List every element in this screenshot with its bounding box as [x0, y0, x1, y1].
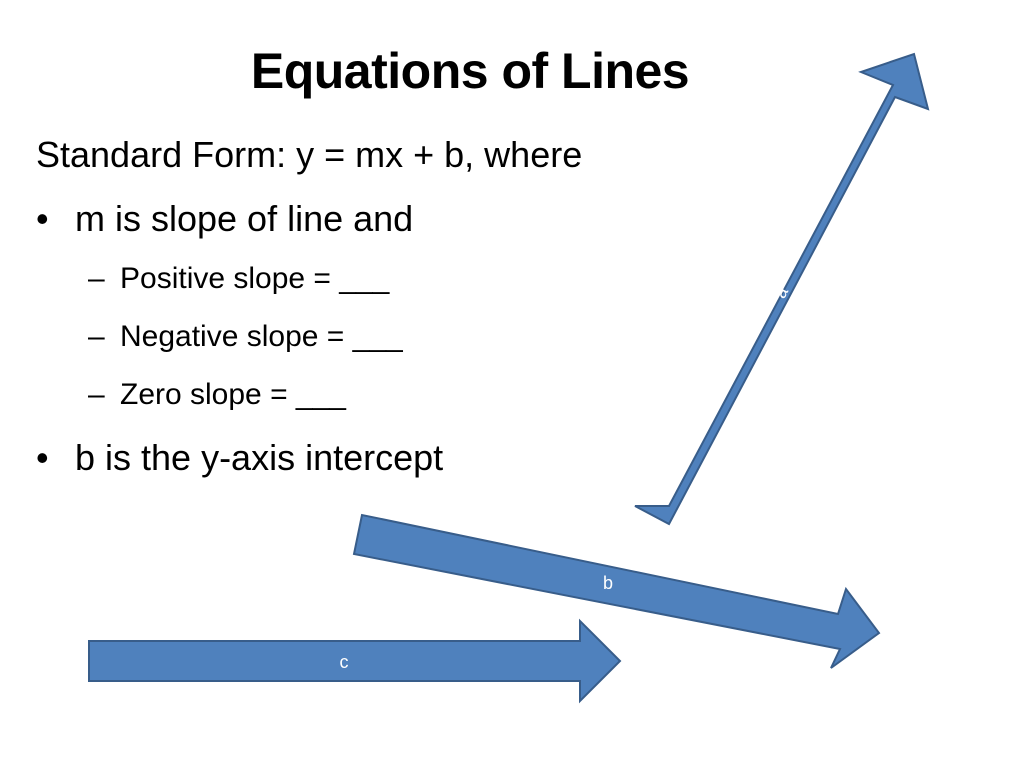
intro-text: Standard Form: y = mx + b, where	[36, 134, 583, 175]
arrow-b-label: b	[603, 573, 613, 593]
sub-item-text: Zero slope = ___	[120, 378, 346, 411]
arrow-a-shape	[634, 52, 930, 526]
arrow-c: c	[88, 618, 622, 704]
arrow-c-label: c	[340, 652, 349, 672]
bullet-glyph: •	[36, 437, 49, 478]
arrow-c-shape	[88, 618, 622, 704]
arrow-b: b	[352, 513, 881, 669]
dash-glyph: –	[88, 378, 105, 411]
sub-item-text: Negative slope = ___	[120, 320, 403, 353]
bullet-text: m is slope of line and	[75, 198, 414, 239]
sub-item-text: Positive slope = ___	[120, 262, 390, 295]
slide-title: Equations of Lines	[250, 43, 690, 99]
arrow-a: a	[634, 52, 930, 526]
bullet-glyph: •	[36, 198, 49, 239]
dash-glyph: –	[88, 320, 105, 353]
dash-glyph: –	[88, 262, 105, 295]
arrow-b-shape	[352, 513, 881, 669]
bullet-text: b is the y-axis intercept	[75, 437, 444, 478]
